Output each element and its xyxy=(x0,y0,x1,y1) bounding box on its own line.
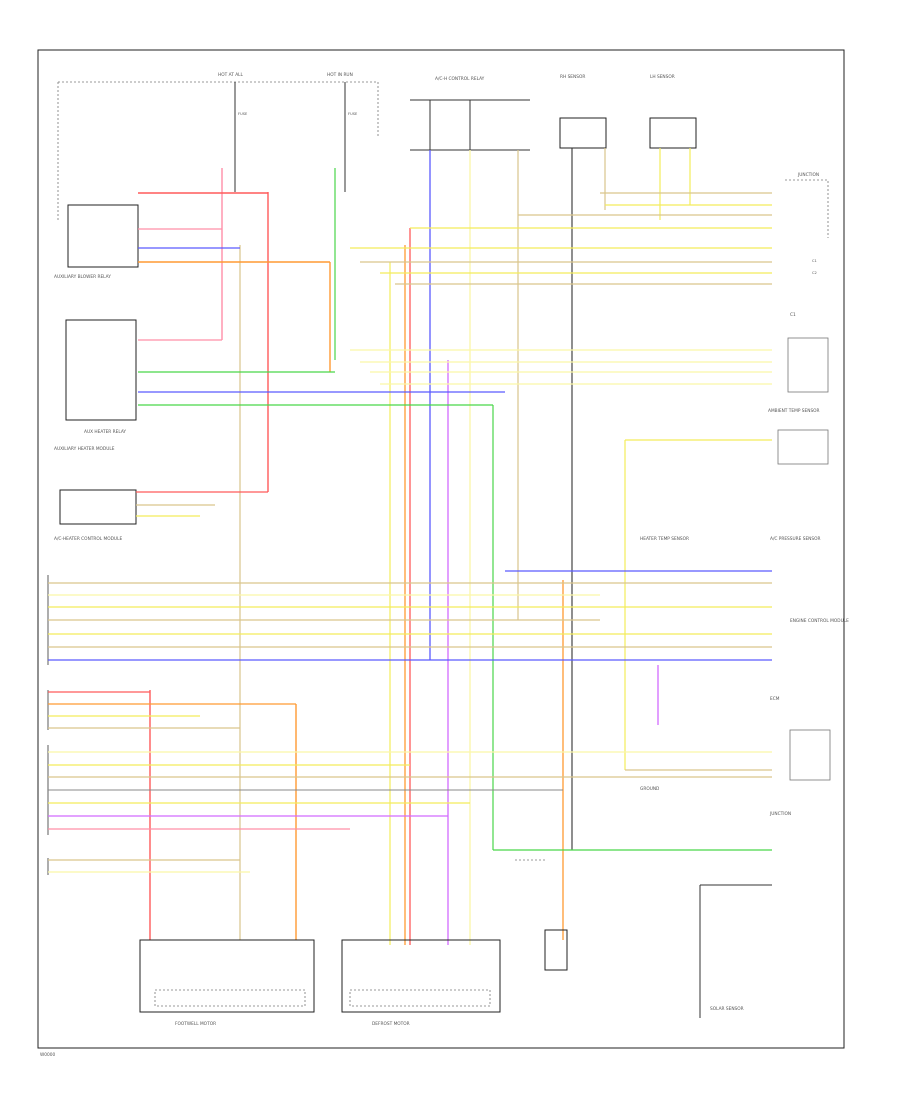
top-sensor-1-box xyxy=(559,117,607,149)
motor-2-internal xyxy=(349,989,491,1007)
right-module-c1-box xyxy=(787,337,829,393)
right-module-c1-label: C1 xyxy=(790,312,796,318)
right-ambient-box xyxy=(777,429,829,465)
left-relay-1-label: AUXILIARY BLOWER RELAY xyxy=(54,274,111,280)
right-top-group-label: JUNCTION xyxy=(797,172,819,178)
right-ground-label: GROUND xyxy=(640,786,660,792)
right-ecm-2-label: ECM xyxy=(770,696,780,702)
top-fuse-2-label: HOT IN RUN xyxy=(327,72,353,78)
right-connector-label: JUNCTION xyxy=(769,811,791,817)
fuse-b-label: FUSE xyxy=(348,112,358,116)
left-relay-1-box xyxy=(67,204,139,268)
bottom-component-box xyxy=(544,929,568,971)
fuse-box-outline xyxy=(58,81,379,137)
right-c2-label: C2 xyxy=(812,271,817,275)
left-module-box xyxy=(59,489,137,525)
top-sensor-1-label: RH SENSOR xyxy=(560,74,585,80)
top-sensor-2-label: LH SENSOR xyxy=(650,74,675,80)
left-relay-2-label: AUX HEATER RELAY xyxy=(84,429,126,435)
page-frame xyxy=(37,49,845,1049)
motor-1-label: FOOTWELL MOTOR xyxy=(175,1021,216,1027)
right-top-connector-outline xyxy=(785,179,829,238)
top-relay-label: A/C-H CONTROL RELAY xyxy=(435,76,485,82)
right-heater-temp-label: HEATER TEMP SENSOR xyxy=(640,536,689,542)
motor-2-box xyxy=(341,939,501,1013)
motor-1-internal xyxy=(154,989,306,1007)
left-relay-2-box xyxy=(65,319,137,421)
right-ecm-label: ENGINE CONTROL MODULE xyxy=(790,618,849,624)
top-sensor-2-box xyxy=(649,117,697,149)
right-ambient-label: AMBIENT TEMP SENSOR xyxy=(768,408,820,414)
left-module-label: AUXILIARY HEATER MODULE xyxy=(54,446,115,452)
right-ac-pressure-label: A/C PRESSURE SENSOR xyxy=(770,536,820,542)
top-fuse-1-label: HOT AT ALL xyxy=(218,72,244,78)
bottom-right-label: SOLAR SENSOR xyxy=(710,1006,744,1012)
fuse-a-label: FUSE xyxy=(238,112,248,116)
right-ecm-box xyxy=(789,729,831,781)
motor-2-label: DEFROST MOTOR xyxy=(372,1021,410,1027)
page-code: W0000 xyxy=(40,1052,55,1058)
right-c1-label: C1 xyxy=(812,259,817,263)
motor-1-box xyxy=(139,939,315,1013)
left-ac-module-label: A/C-HEATER CONTROL MODULE xyxy=(54,536,122,542)
